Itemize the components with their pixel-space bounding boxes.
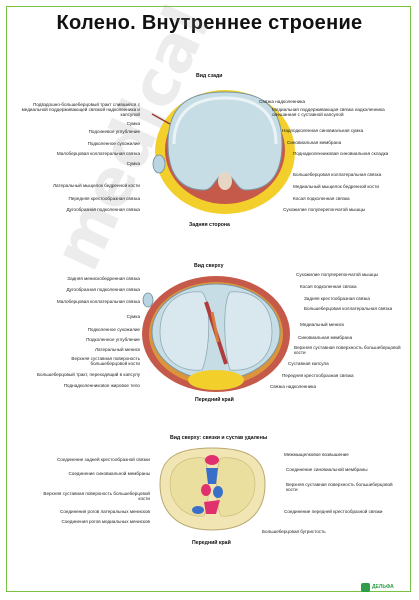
fig3-label-right-3: Соединение передней крестообразной связк…	[284, 509, 383, 514]
fig2-caption-top: Вид сверху	[194, 263, 224, 269]
fig1-caption-top: Вид сзади	[196, 73, 223, 79]
fig1-label-right-8: Сухожилие полуперепончатой мышцы	[283, 207, 366, 212]
fig2-label-left-5: Подколенное углубление	[86, 337, 140, 342]
fig2-label-right-4: Медиальный мениск	[300, 322, 345, 327]
fig1-label-right-2: Надподколенная синовиальная сумка	[282, 128, 364, 133]
fig1-label-right-7: Косая подколенная связка	[293, 196, 350, 201]
fig1-label-left-1: Сумка	[126, 121, 140, 126]
fig1-label-left-7: Передняя крестообразная связка	[68, 196, 140, 201]
fig2-label-left-1: Дугообразная подколенная связка	[66, 287, 140, 292]
publisher-logo: ДЕЛЬФА	[361, 582, 407, 592]
fig3-label-left-3: Соединения рогов латеральных менисков	[60, 509, 150, 514]
fig1-label-left-3: Подколенное сухожилие	[87, 141, 140, 146]
fig3-label-right-2: Верхняя суставная поверхность большеберц…	[286, 482, 393, 493]
logo-mark-icon	[361, 582, 370, 592]
fig3-label-left-4: Соединения рогов медиальных менисков	[61, 519, 150, 524]
fig1-label-right-4: Поднадколенниковая синовиальная складка	[293, 151, 389, 156]
fig2-label-right-7: Суставная капсула	[288, 361, 329, 366]
fig1-caption-bottom: Задняя сторона	[189, 222, 230, 228]
figure2-knee-superior-illustration	[142, 276, 290, 392]
fig1-label-left-2: Подсиневое углубление	[88, 129, 140, 134]
fig2-label-right-8: Передняя крестообразная связка	[282, 373, 354, 378]
logo-text: ДЕЛЬФА	[372, 584, 394, 590]
figure3-tibial-plateau-illustration	[159, 447, 266, 531]
fig3-label-right-4: Большеберцовая бугристость	[262, 529, 326, 534]
fig2-label-right-5: Синовиальная мембрана	[298, 335, 353, 340]
fig2-label-left-7: Верхняя суставная поверхность большеберц…	[71, 356, 140, 367]
fig1-label-right-0: Связка надколенника	[259, 99, 306, 104]
fig3-label-left-1: Соединение синовиальной мембраны	[68, 471, 150, 476]
fig1-label-left-0: Подвздошно-большеберцовый тракт слившийс…	[21, 102, 140, 118]
fig1-label-right-5: Большеберцовая коллатеральная связка	[293, 172, 382, 177]
fig3-label-left-0: Соединение задней крестообразной связки	[56, 457, 150, 462]
fig2-label-left-9: Поднадколенниковое жировое тело	[63, 383, 140, 388]
figure1-knee-posterior-illustration	[151, 90, 295, 214]
fig2-label-left-3: Сумка	[126, 314, 140, 319]
fig2-label-left-6: Латеральный мениск	[94, 347, 140, 352]
fig3-label-right-0: Межмыщелковое возвышение	[284, 452, 349, 457]
fig1-label-right-3: Синовиальная мембрана	[287, 140, 342, 145]
fig3-caption-bottom: Передний край	[192, 540, 231, 546]
fig3-caption-top: Вид сверху: связки и сустав удалены	[170, 435, 268, 441]
fig2-caption-bottom: Передний край	[195, 397, 234, 403]
fig2-label-left-2: Малоберцовая коллатеральная связка	[56, 299, 140, 304]
fig2-label-right-1: Косая подколенная связка	[300, 284, 357, 289]
fig2-label-left-4: Подколенное сухожилие	[87, 327, 140, 332]
fig2-label-right-2: Задняя крестообразная связка	[304, 296, 370, 301]
fig2-label-right-0: Сухожилие полуперепончатой мышцы	[296, 272, 379, 277]
fig3-label-left-2: Верхняя суставная поверхность большеберц…	[43, 491, 150, 502]
fig1-label-right-6: Медиальный мыщелок бедренной кости	[293, 184, 379, 189]
fig1-label-left-6: Латеральный мыщелок бедренной кости	[53, 183, 140, 188]
fig2-label-left-8: Большеберцовый тракт, переходящий в капс…	[36, 372, 140, 377]
poster-border	[6, 6, 411, 592]
fig2-label-right-9: Связка надколенника	[270, 384, 317, 389]
fig2-label-left-0: Задняя менискобедренная связка	[67, 276, 140, 281]
fig1-label-left-8: Дугообразная подколенная связка	[66, 207, 140, 212]
fig2-label-right-3: Большеберцовая коллатеральная связка	[304, 306, 393, 311]
fig1-label-left-4: Малоберцовая коллатеральная связка	[56, 151, 140, 156]
fig2-label-right-6: Верхняя суставная поверхность большеберц…	[294, 345, 401, 356]
fig3-label-right-1: Соединение синовиальной мембраны	[286, 467, 368, 472]
poster-title: Колено. Внутреннее строение	[56, 12, 363, 34]
fig1-label-right-1: Медиальная поддерживающая связка надколе…	[272, 107, 385, 118]
fig1-label-left-5: Сумка	[126, 161, 140, 166]
